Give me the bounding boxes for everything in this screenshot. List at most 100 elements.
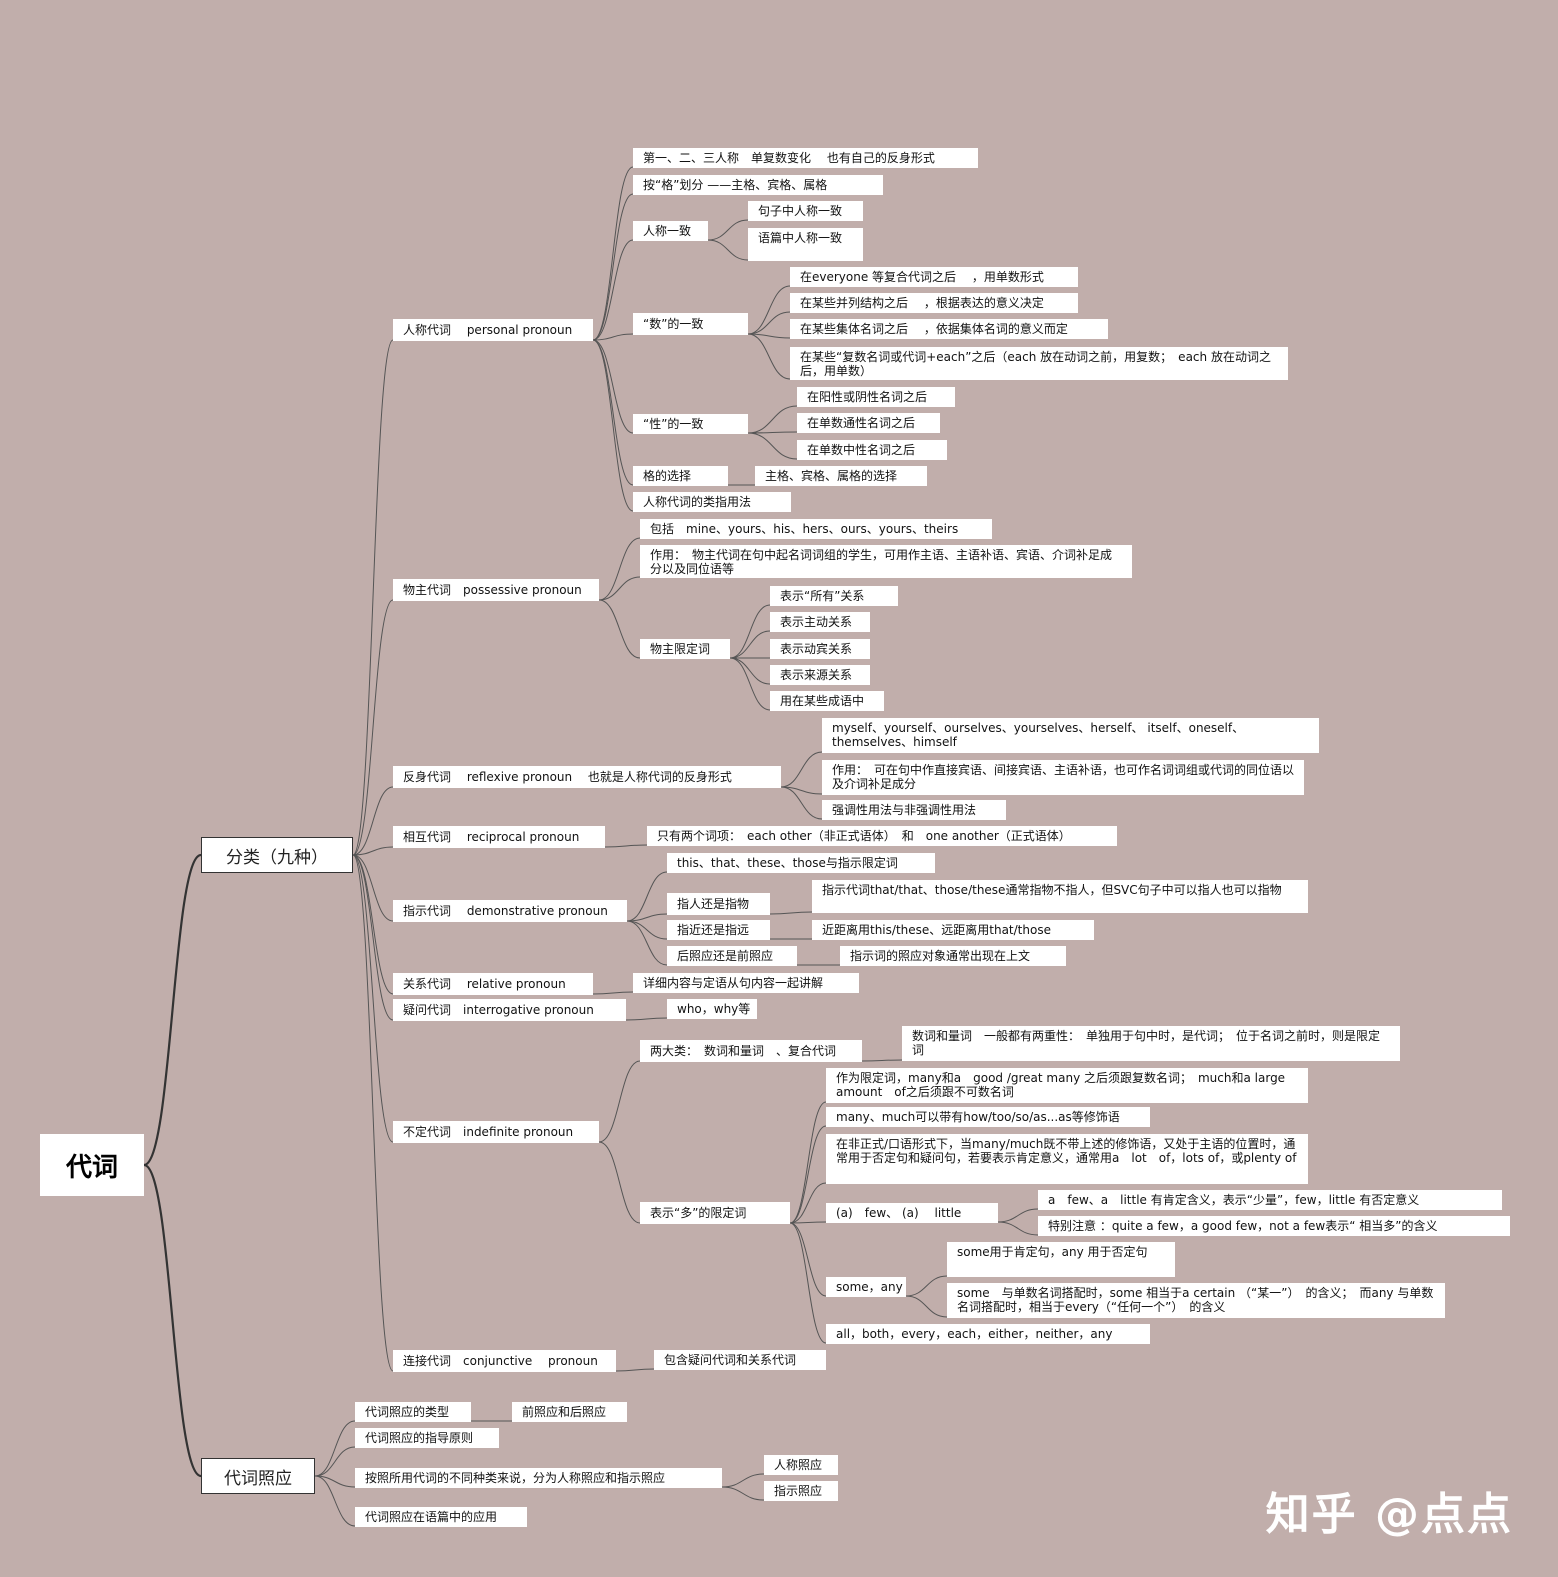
- indefinite-a[interactable]: 两大类： 数词和量词 、复合代词: [640, 1040, 862, 1062]
- connector-indefinite-b5b: [905, 1295, 948, 1318]
- connector-indefinite-a1: [861, 1059, 903, 1062]
- anaphora-c[interactable]: 按照所用代词的不同种类来说，分为人称照应和指示照应: [355, 1468, 722, 1488]
- branch-classification[interactable]: 分类（九种）: [201, 837, 353, 873]
- reflexive-b[interactable]: 作用： 可在句中作直接宾语、间接宾语、主语补语，也可作名词词组或代词的同位语以及…: [822, 760, 1304, 795]
- conjunctive-pronoun-node[interactable]: 连接代词 conjunctive pronoun: [393, 1350, 616, 1372]
- connector-demonstrative-b1: [769, 911, 813, 915]
- connector-personal-b: [592, 193, 634, 341]
- indefinite-b2[interactable]: many、much可以带有how/too/so/as...as等修饰语: [826, 1107, 1150, 1127]
- personal-f1[interactable]: 主格、宾格、属格的选择: [755, 466, 927, 486]
- possessive-c3[interactable]: 表示动宾关系: [770, 639, 870, 659]
- personal-e[interactable]: “性”的一致: [633, 414, 748, 434]
- anaphora-d[interactable]: 代词照应在语篇中的应用: [355, 1507, 527, 1527]
- possessive-c1[interactable]: 表示“所有”关系: [770, 586, 898, 606]
- connector-indefinite-b4: [789, 1221, 827, 1224]
- anaphora-c2[interactable]: 指示照应: [764, 1481, 838, 1501]
- connector-indefinite-b5: [789, 1222, 827, 1297]
- indefinite-b4b[interactable]: 特别注意 ：quite a few，a good few，not a few表示…: [1038, 1216, 1510, 1236]
- indefinite-pronoun-node[interactable]: 不定代词 indefinite pronoun: [393, 1121, 599, 1143]
- connector-demonstrative-a: [626, 871, 668, 922]
- reciprocal-a[interactable]: 只有两个词项： each other（非正式语体） 和 one another（…: [647, 826, 1117, 846]
- connector-personal-f: [592, 339, 634, 486]
- indefinite-b1[interactable]: 作为限定词，many和a good /great many 之后须跟复数名词； …: [826, 1068, 1308, 1103]
- connector-reflexive-c: [780, 786, 823, 820]
- demonstrative-b1[interactable]: 指示代词that/that、those/these通常指物不指人，但SVC句子中…: [812, 880, 1308, 913]
- personal-e1[interactable]: 在阳性或阴性名词之后: [797, 387, 955, 407]
- reflexive-a[interactable]: myself、yourself、ourselves、yourselves、her…: [822, 718, 1319, 753]
- connector-demonstrative-d: [626, 920, 668, 966]
- connector-personal-d4: [747, 333, 791, 380]
- relative-a[interactable]: 详细内容与定语从句内容一起讲解: [633, 973, 859, 993]
- reflexive-c[interactable]: 强调性用法与非强调性用法: [822, 800, 1006, 820]
- indefinite-b4[interactable]: (a) few、 (a) little: [826, 1203, 998, 1223]
- connector-possessive-c4: [729, 657, 771, 685]
- anaphora-c1[interactable]: 人称照应: [764, 1455, 838, 1475]
- conjunctive-a[interactable]: 包含疑问代词和关系代词: [654, 1350, 826, 1370]
- possessive-a[interactable]: 包括 mine、yours、his、hers、ours、yours、theirs: [640, 519, 992, 539]
- connector-personal-c1: [707, 219, 749, 241]
- personal-e2[interactable]: 在单数通性名词之后: [797, 413, 940, 433]
- connector-indefinite-b2: [789, 1125, 827, 1224]
- relative-pronoun-node[interactable]: 关系代词 relative pronoun: [393, 973, 593, 995]
- possessive-c[interactable]: 物主限定词: [640, 639, 730, 659]
- demonstrative-d1[interactable]: 指示词的照应对象通常出现在上文: [840, 946, 1066, 966]
- reflexive-pronoun-node[interactable]: 反身代词 reflexive pronoun 也就是人称代词的反身形式: [393, 766, 781, 788]
- personal-d[interactable]: “数”的一致: [633, 313, 748, 335]
- indefinite-b4a[interactable]: a few、a little 有肯定含义，表示“少量”，few，little 有…: [1038, 1190, 1502, 1210]
- personal-b[interactable]: 按“格”划分 ——主格、宾格、属格: [633, 175, 883, 195]
- possessive-c2[interactable]: 表示主动关系: [770, 612, 870, 632]
- connector-indefinite-b4b: [997, 1221, 1039, 1236]
- personal-d4[interactable]: 在某些“复数名词或代词+each”之后（each 放在动词之前，用复数； eac…: [790, 347, 1288, 380]
- personal-a[interactable]: 第一、二、三人称 单复数变化 也有自己的反身形式: [633, 148, 978, 168]
- possessive-c5[interactable]: 用在某些成语中: [770, 691, 884, 711]
- demonstrative-pronoun-node[interactable]: 指示代词 demonstrative pronoun: [393, 900, 627, 922]
- connector-possessive-c1: [729, 604, 771, 659]
- possessive-b[interactable]: 作用： 物主代词在句中起名词词组的学生，可用作主语、主语补语、宾语、介词补足成分…: [640, 545, 1132, 578]
- interrogative-a[interactable]: who，why等: [667, 999, 757, 1019]
- personal-d3[interactable]: 在某些集体名词之后 ，依据集体名词的意义而定: [790, 319, 1108, 339]
- demonstrative-d[interactable]: 后照应还是前照应: [667, 946, 797, 966]
- indefinite-b5a[interactable]: some用于肯定句，any 用于否定句: [947, 1242, 1175, 1277]
- indefinite-b5[interactable]: some，any: [826, 1277, 906, 1297]
- demonstrative-a[interactable]: this、that、these、those与指示限定词: [667, 853, 935, 873]
- connector-possessive-pronoun-node: [352, 599, 394, 856]
- indefinite-b[interactable]: 表示“多”的限定词: [640, 1202, 790, 1224]
- anaphora-b[interactable]: 代词照应的指导原则: [355, 1428, 499, 1448]
- connector-anaphora-c: [314, 1475, 356, 1488]
- personal-c[interactable]: 人称一致: [633, 221, 708, 241]
- indefinite-b5b[interactable]: some 与单数名词搭配时，some 相当于a certain （“某一”） 的…: [947, 1283, 1445, 1318]
- reciprocal-pronoun-node[interactable]: 相互代词 reciprocal pronoun: [393, 826, 605, 848]
- connector-conjunctive-a: [615, 1368, 655, 1372]
- connector-demonstrative-pronoun-node: [352, 854, 394, 922]
- personal-d1[interactable]: 在everyone 等复合代词之后 ，用单数形式: [790, 267, 1078, 287]
- personal-c1[interactable]: 句子中人称一致: [748, 201, 863, 221]
- indefinite-a1[interactable]: 数词和量词 一般都有两重性： 单独用于句中时，是代词； 位于名词之前时，则是限定…: [902, 1026, 1400, 1061]
- personal-f[interactable]: 格的选择: [633, 466, 728, 486]
- demonstrative-c[interactable]: 指近还是指远: [667, 920, 770, 940]
- indefinite-b3[interactable]: 在非正式/口语形式下，当many/much既不带上述的修饰语，又处于主语的位置时…: [826, 1134, 1308, 1184]
- connector-indefinite-b5a: [905, 1275, 948, 1297]
- connector-personal-c2: [707, 239, 749, 261]
- demonstrative-c1[interactable]: 近距离用this/these、远距离用that/those: [812, 920, 1094, 940]
- demonstrative-b[interactable]: 指人还是指物: [667, 893, 770, 915]
- connector-conjunctive-pronoun-node: [352, 854, 394, 1372]
- personal-g[interactable]: 人称代词的类指用法: [633, 492, 791, 512]
- connector-demonstrative-b: [626, 913, 668, 922]
- possessive-pronoun-node[interactable]: 物主代词 possessive pronoun: [393, 579, 599, 601]
- branch-anaphora[interactable]: 代词照应: [201, 1458, 315, 1494]
- anaphora-a1[interactable]: 前照应和后照应: [512, 1402, 627, 1422]
- personal-c2[interactable]: 语篇中人称一致: [748, 228, 863, 261]
- anaphora-a[interactable]: 代词照应的类型: [355, 1402, 471, 1422]
- connector-indefinite-b1: [789, 1101, 827, 1224]
- indefinite-b6[interactable]: all，both，every，each，either，neither，any: [826, 1324, 1150, 1344]
- possessive-c4[interactable]: 表示来源关系: [770, 665, 870, 685]
- connector-reflexive-pronoun-node: [352, 786, 394, 856]
- personal-e3[interactable]: 在单数中性名词之后: [797, 440, 947, 460]
- personal-d2[interactable]: 在某些并列结构之后 ，根据表达的意义决定: [790, 293, 1078, 313]
- root-node[interactable]: 代词: [40, 1134, 144, 1196]
- connector-anaphora-c1: [721, 1473, 765, 1488]
- interrogative-pronoun-node[interactable]: 疑问代词 interrogative pronoun: [393, 999, 626, 1021]
- connector-interrogative-a: [625, 1017, 668, 1021]
- connector-reflexive-a: [780, 751, 823, 788]
- personal-pronoun-node[interactable]: 人称代词 personal pronoun: [393, 319, 593, 341]
